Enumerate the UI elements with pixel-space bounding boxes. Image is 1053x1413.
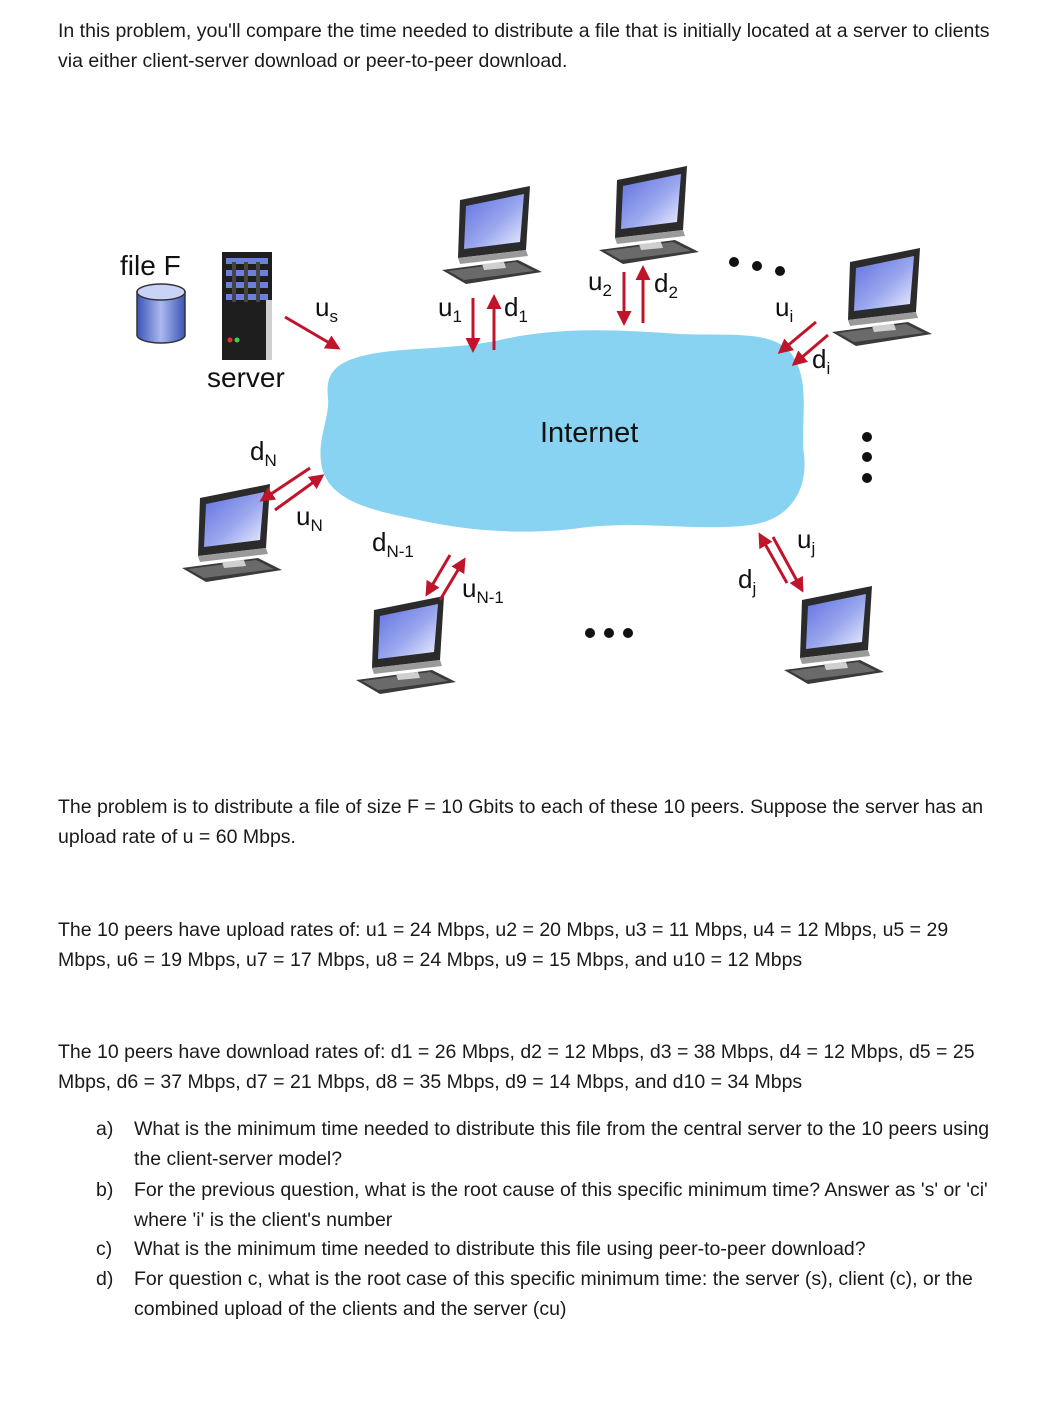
upload-rates-paragraph: The 10 peers have upload rates of: u1 = …	[58, 919, 949, 971]
uN-arrow	[274, 474, 325, 512]
server-icon	[222, 252, 272, 360]
uN-label: uN	[296, 501, 323, 535]
ellipsis-dots	[585, 257, 872, 638]
u1-label: u1	[438, 292, 462, 326]
dN-label: dN	[250, 436, 277, 470]
dj-arrow	[771, 536, 804, 593]
di-arrow	[791, 333, 829, 366]
question-label: b)	[96, 1179, 114, 1201]
u2-label: u2	[588, 266, 612, 300]
question-a: a) What is the minimum time needed to di…	[96, 1114, 996, 1174]
file-cylinder-icon	[136, 283, 186, 344]
intro-paragraph: In this problem, you'll compare the time…	[58, 20, 990, 72]
question-text: For question c, what is the root case of…	[134, 1268, 973, 1320]
file-size-paragraph: The problem is to distribute a file of s…	[58, 796, 984, 848]
d1-label: d1	[504, 292, 528, 326]
question-label: d)	[96, 1268, 114, 1290]
ui-arrow	[777, 320, 817, 354]
peer-1-computer-icon	[442, 186, 542, 284]
question-text: What is the minimum time needed to distr…	[134, 1238, 866, 1260]
question-b: b) For the previous question, what is th…	[96, 1175, 996, 1235]
us-arrow	[284, 315, 341, 350]
question-label: a)	[96, 1118, 114, 1140]
dN1-label: dN-1	[372, 527, 414, 561]
us-label: us	[315, 292, 338, 326]
download-rates-paragraph: The 10 peers have download rates of: d1 …	[58, 1041, 975, 1093]
peer-N-1-computer-icon	[356, 596, 456, 694]
uN1-label: uN-1	[462, 573, 504, 607]
uj-arrow	[758, 532, 789, 584]
uN1-arrow	[438, 557, 466, 601]
peer-j-computer-icon	[784, 586, 884, 684]
question-label: c)	[96, 1238, 113, 1260]
server-label: server	[207, 362, 285, 393]
uj-label: uj	[797, 524, 815, 558]
internet-label: Internet	[540, 417, 638, 449]
peer-2-computer-icon	[599, 166, 699, 264]
dN1-arrow	[425, 554, 452, 597]
internet-cloud	[320, 330, 805, 532]
p2p-network-diagram: Internet file F server	[120, 166, 932, 694]
ui-label: ui	[775, 292, 793, 326]
dN-arrow	[259, 466, 311, 502]
d2-label: d2	[654, 268, 678, 302]
peer-i-computer-icon	[832, 248, 932, 346]
dj-label: dj	[738, 564, 756, 598]
question-text: For the previous question, what is the r…	[134, 1179, 988, 1231]
question-d: d) For question c, what is the root case…	[96, 1264, 996, 1324]
peer-N-computer-icon	[182, 484, 282, 582]
file-label: file F	[120, 250, 181, 281]
link-arrows	[259, 265, 829, 601]
question-text: What is the minimum time needed to distr…	[134, 1118, 990, 1170]
di-label: di	[812, 344, 830, 378]
question-c: c) What is the minimum time needed to di…	[96, 1234, 996, 1264]
